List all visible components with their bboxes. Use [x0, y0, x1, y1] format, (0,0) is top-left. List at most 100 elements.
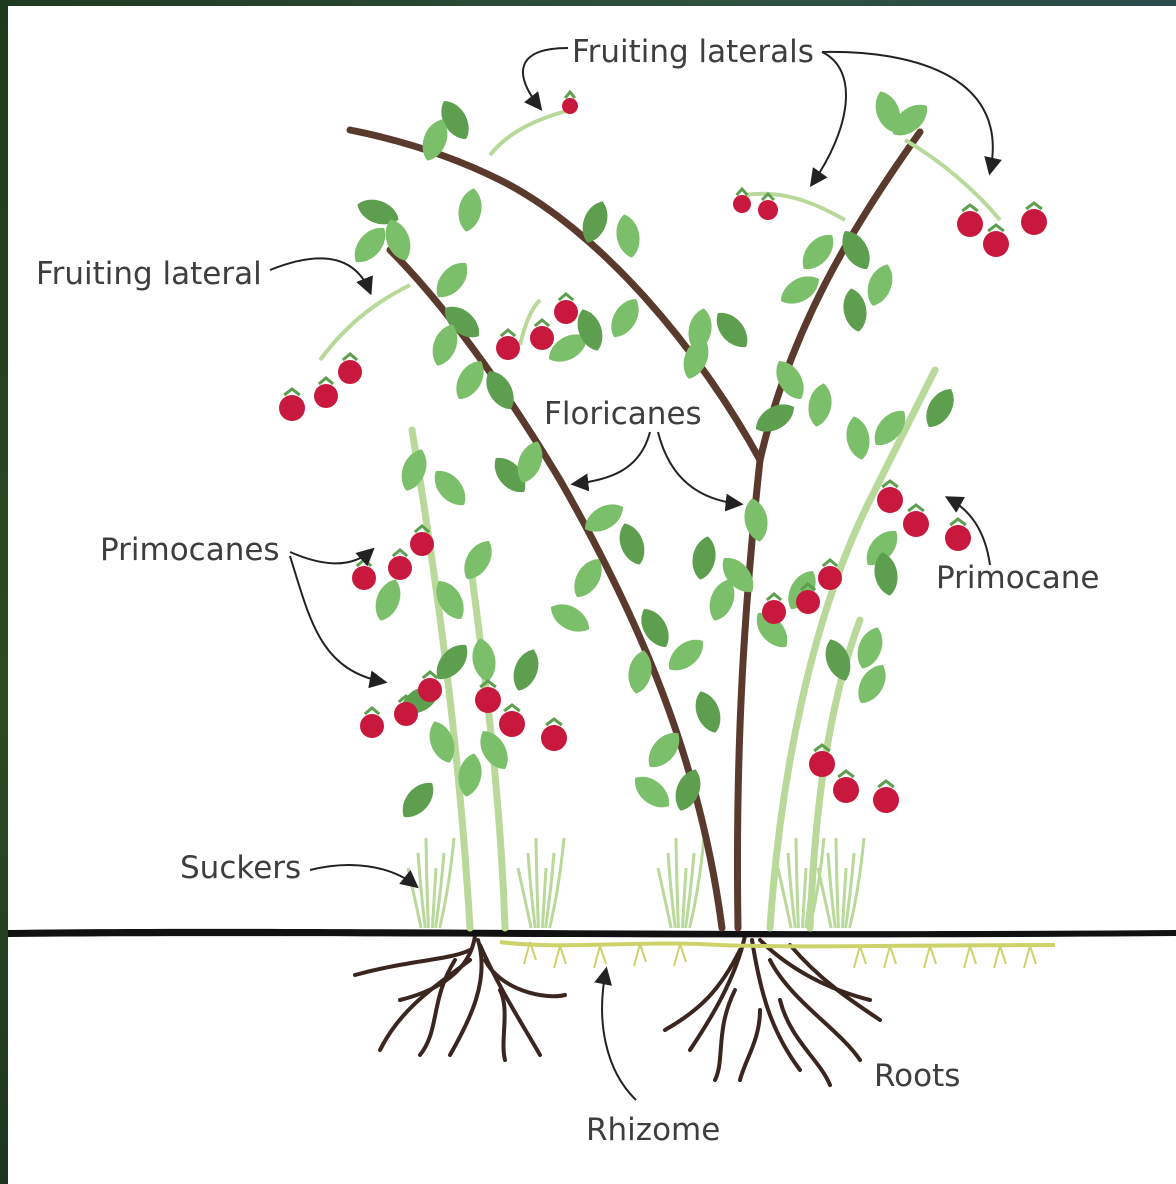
berry-6: [279, 395, 305, 421]
rhizome-rootlet-5: [854, 946, 866, 968]
berry-9: [496, 336, 520, 360]
berry-19: [499, 711, 525, 737]
leaf-42: [690, 687, 726, 736]
berry-4: [983, 231, 1009, 257]
root-2: [420, 960, 505, 1060]
leaf-4: [347, 221, 393, 269]
berry-0: [562, 98, 578, 114]
berry-11: [554, 300, 578, 324]
rhizome-rootlet-10: [1024, 946, 1036, 968]
berry-calyx-12: [357, 560, 371, 566]
rhizome-rootlet-9: [994, 946, 1006, 968]
berry-calyx-19: [504, 705, 520, 711]
rhizome-rootlet-3: [634, 944, 646, 966]
rhizome-rootlet-2: [594, 946, 606, 968]
rhizome-rootlet-1: [554, 946, 566, 968]
roots: [355, 936, 880, 1085]
berry-calyx-28: [838, 771, 854, 777]
berry-calyx-13: [393, 550, 407, 556]
label-fruiting-laterals: Fruiting laterals: [572, 34, 814, 70]
sucker-tuft-0: [408, 838, 454, 928]
berry-calyx-26: [823, 560, 837, 566]
arrow-fruiting-laterals-left: [523, 48, 568, 108]
rhizome-main: [500, 942, 1055, 946]
root-1: [380, 945, 565, 1055]
berry-calyx-24: [767, 594, 781, 600]
berry-5: [1021, 209, 1047, 235]
leaf-49: [851, 659, 893, 708]
leaf-7: [613, 212, 643, 259]
arrow-rhizome: [602, 970, 636, 1100]
berry-26: [818, 566, 842, 590]
berry-13: [388, 556, 412, 580]
rhizome-rootlet-7: [924, 946, 936, 968]
berry-21: [877, 487, 903, 513]
root-0: [355, 936, 482, 1055]
berry-calyx-21: [882, 481, 898, 487]
berry-16: [394, 702, 418, 726]
berry-12: [352, 566, 376, 590]
berry-17: [418, 678, 442, 702]
sucker-tuft-4: [818, 838, 864, 928]
berry-calyx-1: [737, 189, 748, 195]
sucker-tuft-1: [518, 838, 564, 928]
lateral-stem-4: [905, 140, 1000, 220]
leaf-21: [840, 286, 870, 333]
leaf-35: [545, 597, 594, 639]
arrow-suckers: [310, 865, 416, 886]
leaf-23: [805, 381, 835, 428]
leaf-28: [843, 414, 873, 461]
arrow-floricanes-left: [574, 432, 650, 484]
berry-calyx-29: [878, 781, 894, 787]
suckers: [408, 838, 864, 928]
leaves: [347, 87, 961, 824]
berry-calyx-5: [1026, 203, 1042, 209]
rhizome-rootlet-6: [884, 946, 896, 968]
leaf-13: [604, 293, 646, 342]
berry-calyx-3: [962, 205, 978, 211]
arrow-primocanes-upper: [290, 550, 372, 563]
berry-2: [758, 200, 778, 220]
berry-calyx-15: [365, 708, 379, 714]
berry-calyx-23: [950, 519, 966, 525]
berry-calyx-6: [284, 389, 300, 395]
lateral-stem-1: [320, 285, 410, 360]
berry-calyx-20: [546, 719, 562, 725]
label-floricanes: Floricanes: [544, 396, 702, 432]
berry-calyx-8: [343, 354, 357, 360]
label-primocane: Primocane: [936, 560, 1099, 596]
berry-calyx-17: [423, 672, 437, 678]
leaf-65: [427, 464, 473, 512]
leaf-66: [508, 645, 544, 694]
berry-18: [475, 687, 501, 713]
leaf-2: [455, 186, 485, 233]
leaf-64: [396, 445, 432, 494]
leaf-44: [628, 769, 676, 815]
rhizome-rootlet-8: [964, 946, 976, 968]
leaf-33: [614, 519, 650, 568]
berry-7: [314, 384, 338, 408]
arrow-fruiting-lateral: [270, 258, 370, 292]
berry-3: [957, 211, 983, 237]
berry-20: [541, 725, 567, 751]
berry-calyx-10: [535, 320, 549, 326]
berry-calyx-9: [501, 330, 515, 336]
leaf-55: [469, 636, 499, 683]
arrow-floricanes-right: [658, 432, 740, 504]
root-5: [715, 990, 830, 1085]
berry-25: [796, 590, 820, 614]
leaf-36: [689, 534, 719, 581]
berry-28: [833, 777, 859, 803]
berry-27: [809, 751, 835, 777]
leaf-60: [395, 776, 441, 824]
lateral-stem-0: [490, 110, 570, 155]
root-4: [665, 945, 880, 1060]
berry-10: [530, 326, 554, 350]
berry-23: [945, 525, 971, 551]
berries: [279, 92, 1047, 813]
label-primocanes: Primocanes: [100, 532, 280, 568]
berry-calyx-11: [559, 294, 573, 300]
berry-22: [903, 511, 929, 537]
leaf-52: [370, 575, 406, 624]
